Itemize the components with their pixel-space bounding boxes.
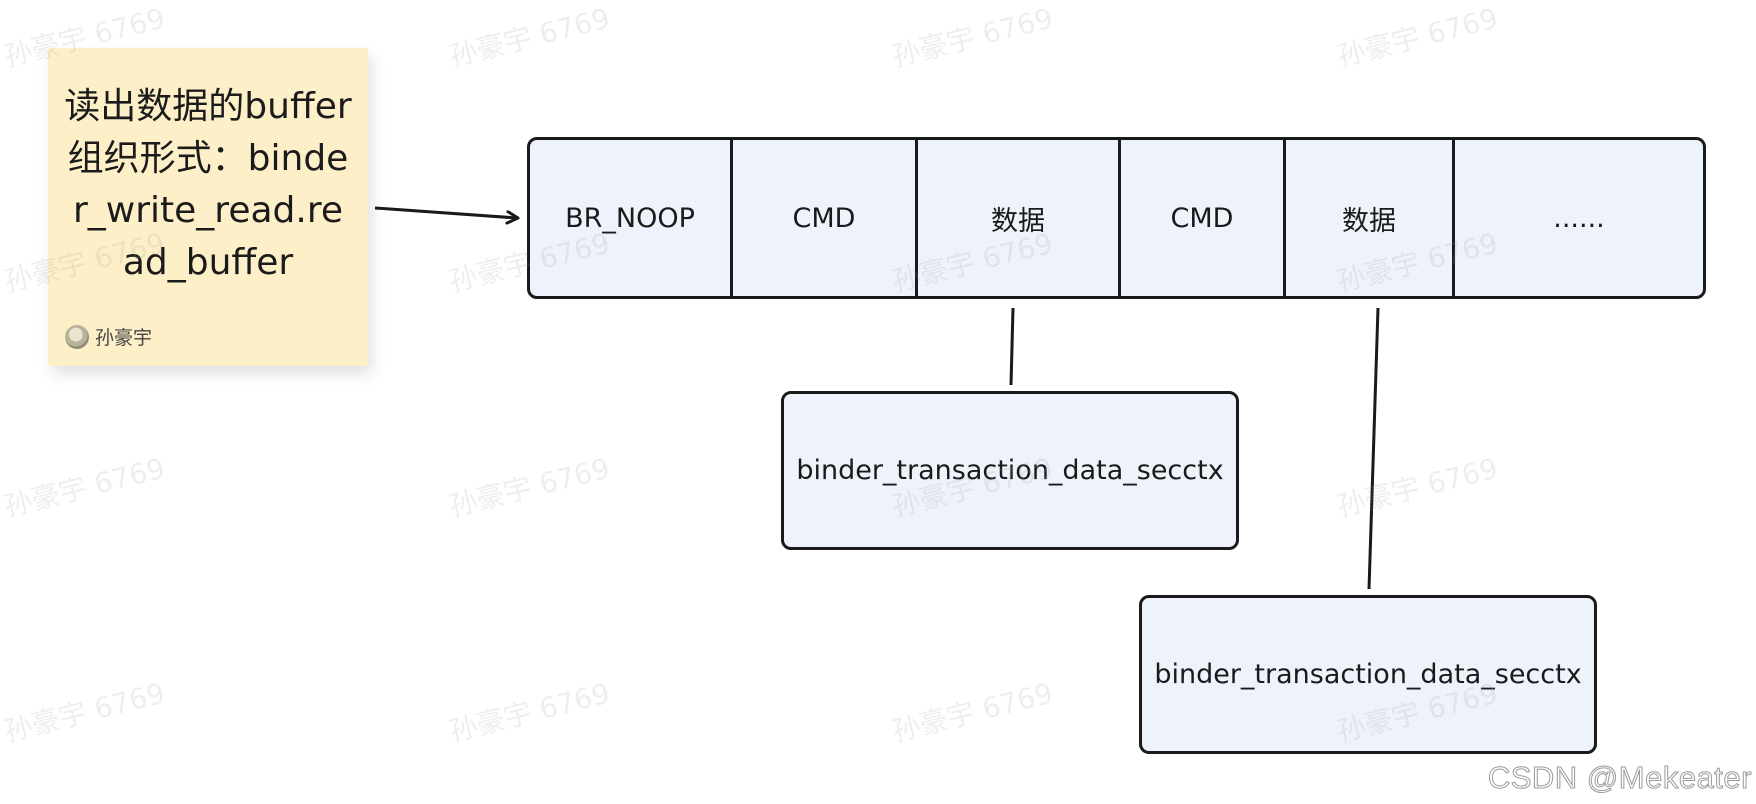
connector-line-1	[1009, 307, 1015, 386]
pointer-arrow	[374, 206, 517, 218]
buffer-cell-br-noop: BR_NOOP	[530, 140, 733, 296]
buffer-cell-ellipsis: ......	[1553, 202, 1605, 234]
author-name: 孙豪宇	[95, 327, 153, 349]
struct-box: binder_transaction_data_secctx	[1139, 595, 1597, 754]
avatar	[65, 324, 89, 349]
sticky-note: 读出数据的buffer组织形式：binder_write_read.read_b…	[48, 48, 368, 366]
note-text: 读出数据的buffer组织形式：binder_write_read.read_b…	[64, 86, 352, 283]
buffer-cell-data: 数据	[918, 140, 1121, 296]
buffer-cell-data: 数据	[1286, 140, 1455, 296]
buffer-cell-cmd: CMD	[733, 140, 918, 296]
note-author: 孙豪宇	[65, 323, 152, 350]
read-buffer: BR_NOOP CMD 数据 CMD 数据 ......	[527, 137, 1706, 299]
struct-box: binder_transaction_data_secctx	[781, 391, 1239, 550]
connector-line-2	[1367, 307, 1380, 590]
csdn-credit: CSDN @Mekeater	[1487, 760, 1752, 796]
buffer-cell-cmd: CMD	[1121, 140, 1286, 296]
